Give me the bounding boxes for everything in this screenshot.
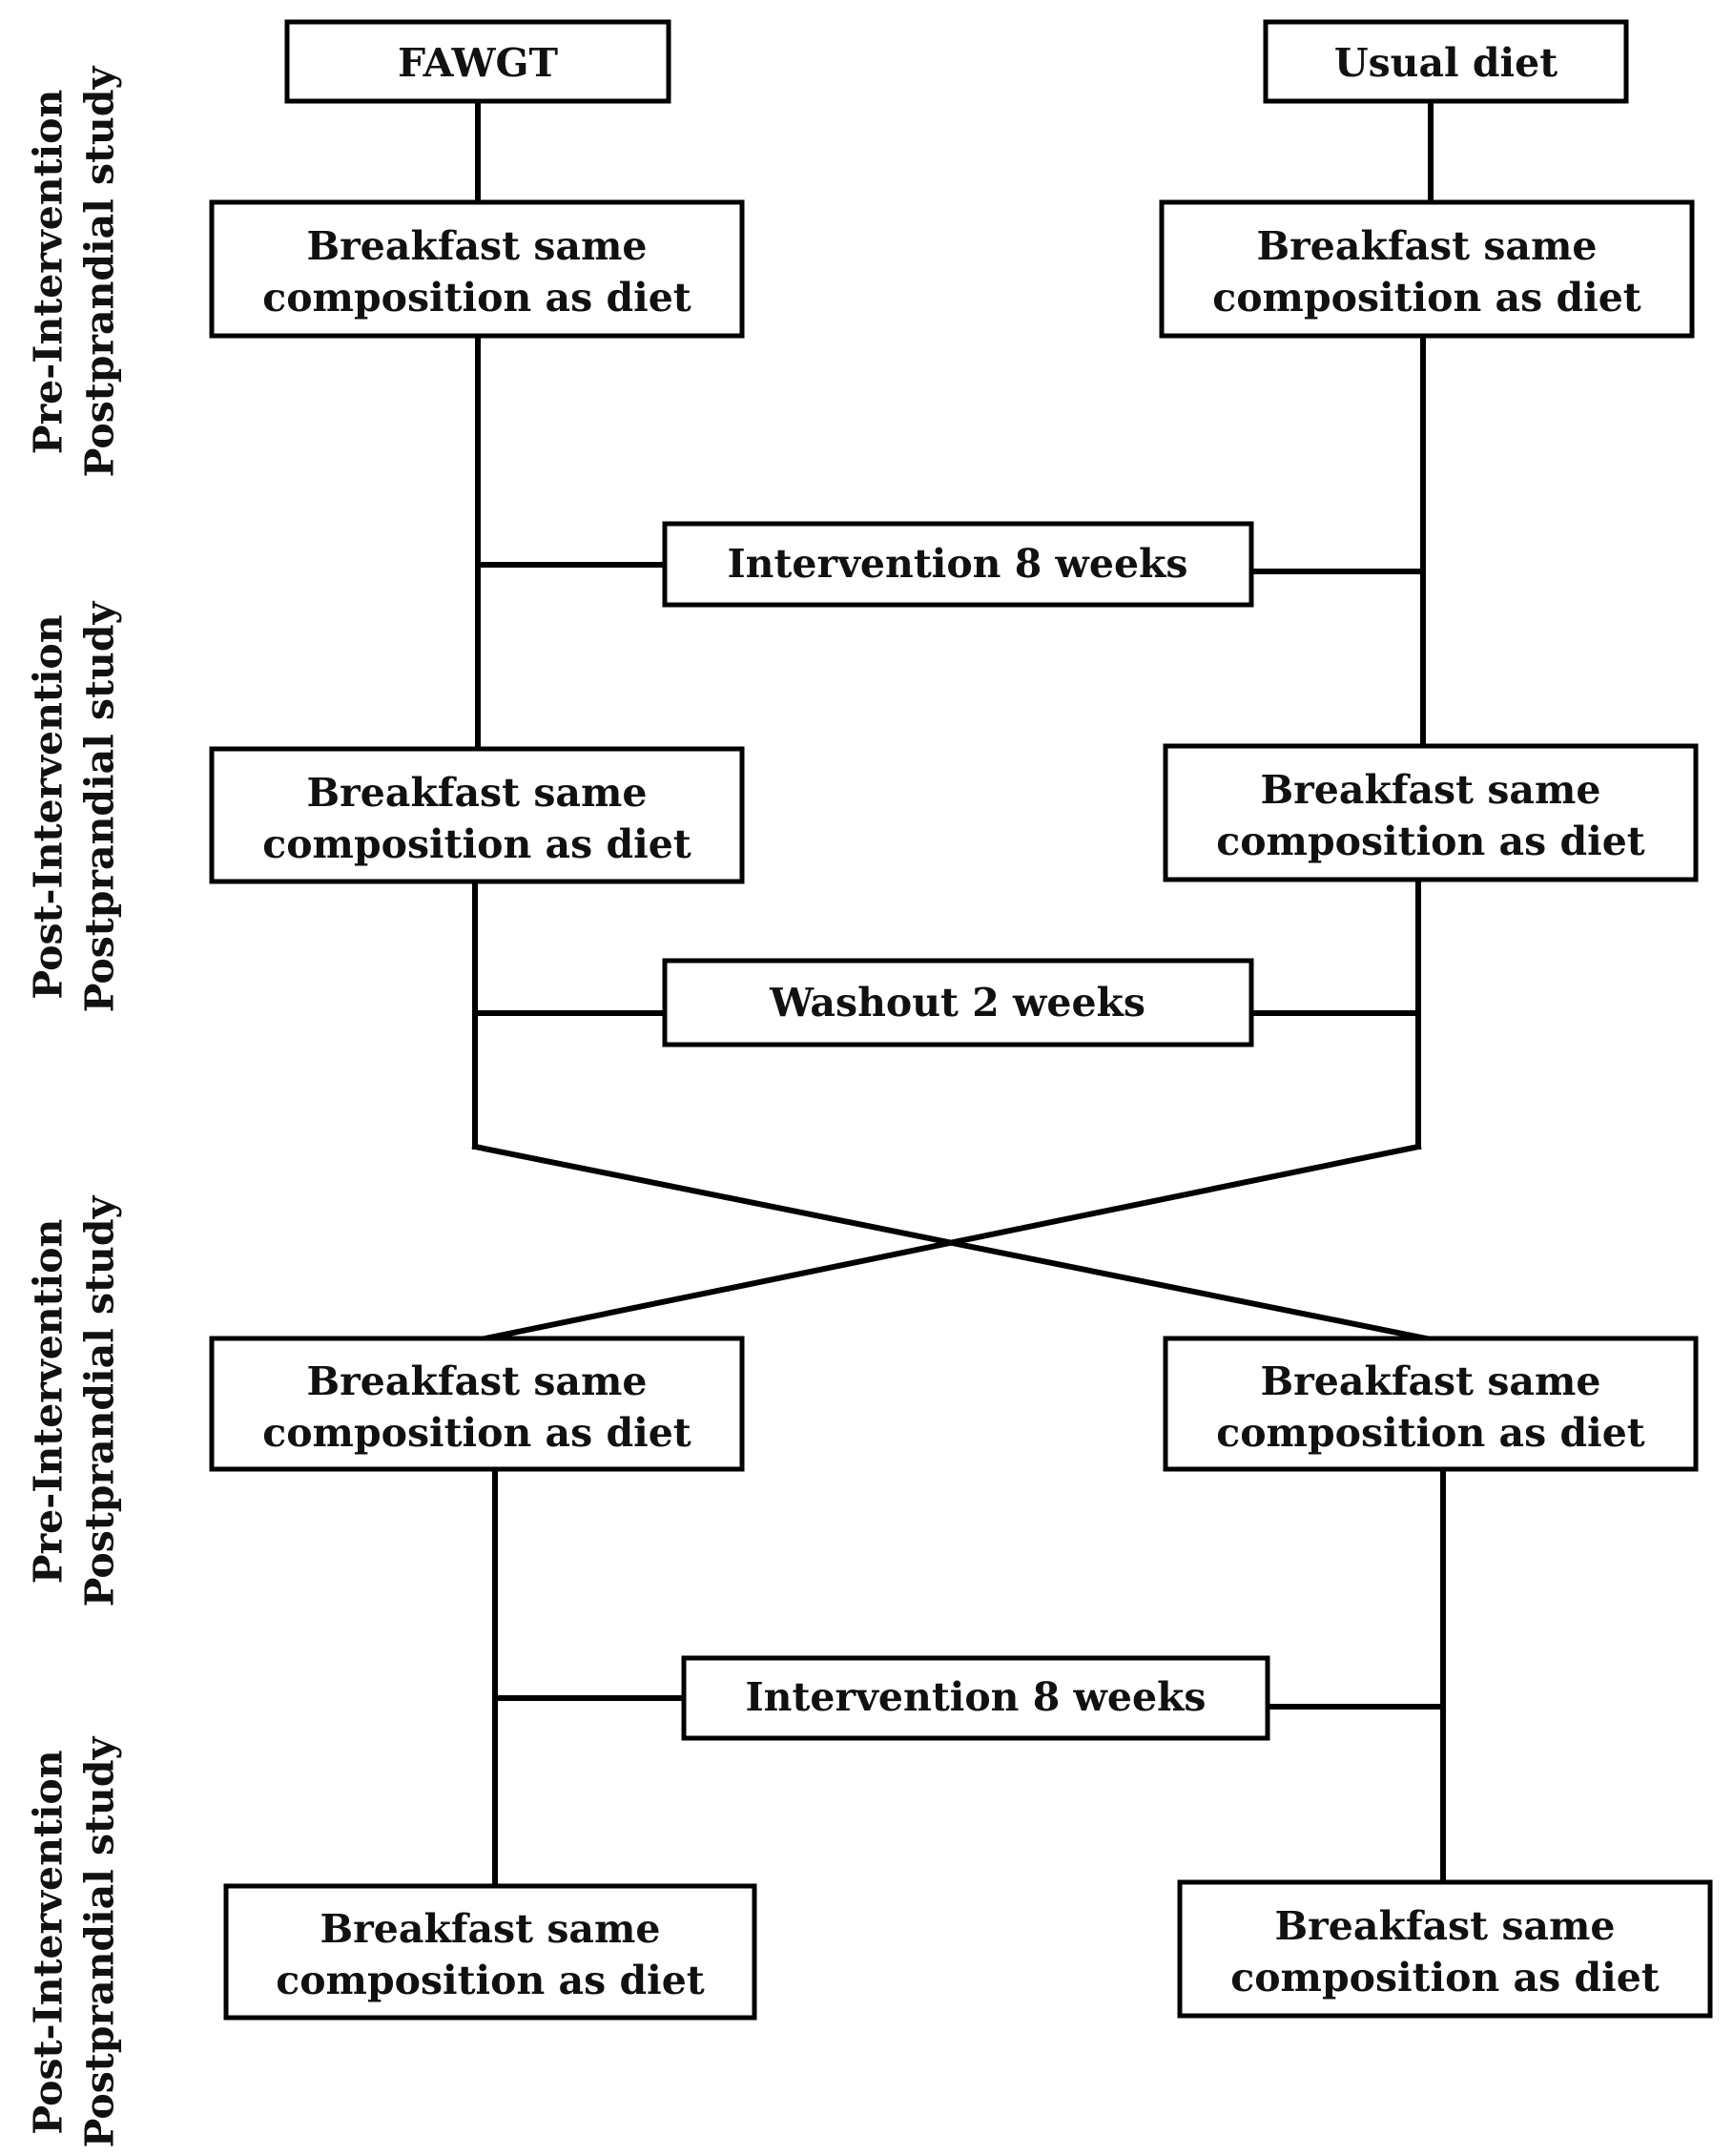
breakfast-box-left-post2: Breakfast same composition as diet (223, 1883, 757, 2021)
arm-fawgt-label: FAWGT (398, 40, 559, 86)
side-label-post-intervention-2: Post-Intervention Postprandial study (26, 1735, 123, 2147)
breakfast-box-right-post1: Breakfast same composition as diet (1163, 743, 1699, 882)
breakfast-line2: composition as diet (1216, 819, 1645, 864)
crossover-right-to-left (482, 1143, 1422, 1342)
breakfast-line2: composition as diet (276, 1958, 705, 2003)
washout-label: Washout 2 weeks (769, 980, 1145, 1026)
breakfast-line2: composition as diet (1216, 1410, 1645, 1456)
breakfast-line1: Breakfast same (1261, 1358, 1601, 1404)
breakfast-line1: Breakfast same (1275, 1903, 1616, 1949)
breakfast-line1: Breakfast same (1257, 223, 1598, 269)
intervention-1-label: Intervention 8 weeks (727, 541, 1187, 587)
side-label-pre-intervention-2: Pre-Intervention Postprandial study (26, 1194, 123, 1607)
side-label-line2: Postprandial study (77, 600, 123, 1012)
breakfast-line1: Breakfast same (307, 770, 648, 816)
side-label-line1: Pre-Intervention (26, 1219, 72, 1585)
breakfast-line1: Breakfast same (307, 1358, 648, 1404)
breakfast-line1: Breakfast same (320, 1906, 661, 1952)
breakfast-line2: composition as diet (262, 275, 691, 321)
side-label-pre-intervention-1: Pre-Intervention Postprandial study (26, 65, 123, 477)
side-label-line2: Postprandial study (77, 1735, 123, 2147)
side-label-line1: Post-Intervention (26, 1750, 72, 2134)
breakfast-line1: Breakfast same (307, 223, 648, 269)
breakfast-line2: composition as diet (262, 821, 691, 867)
intervention-1-box: Intervention 8 weeks (662, 521, 1254, 608)
breakfast-box-right-pre1: Breakfast same composition as diet (1159, 199, 1695, 339)
arm-usual-diet-label: Usual diet (1334, 40, 1558, 86)
breakfast-line2: composition as diet (1230, 1955, 1660, 2001)
breakfast-box-right-post2: Breakfast same composition as diet (1177, 1879, 1713, 2019)
breakfast-box-left-post1: Breakfast same composition as diet (209, 746, 745, 884)
arm-usual-diet-box: Usual diet (1263, 19, 1629, 104)
side-label-line1: Pre-Intervention (26, 90, 72, 455)
washout-box: Washout 2 weeks (662, 958, 1254, 1047)
intervention-2-label: Intervention 8 weeks (745, 1674, 1206, 1720)
side-label-line1: Post-Intervention (26, 614, 72, 999)
side-label-line2: Postprandial study (77, 65, 123, 477)
breakfast-line2: composition as diet (1212, 275, 1641, 321)
breakfast-line2: composition as diet (262, 1410, 691, 1456)
side-label-post-intervention-1: Post-Intervention Postprandial study (26, 600, 123, 1012)
breakfast-box-left-pre2: Breakfast same composition as diet (209, 1336, 745, 1472)
arm-fawgt-box: FAWGT (284, 19, 671, 104)
breakfast-box-right-pre2: Breakfast same composition as diet (1163, 1336, 1699, 1472)
breakfast-line1: Breakfast same (1261, 767, 1601, 813)
breakfast-box-left-pre1: Breakfast same composition as diet (209, 199, 745, 339)
side-label-line2: Postprandial study (77, 1194, 123, 1607)
intervention-2-box: Intervention 8 weeks (681, 1655, 1270, 1741)
connectors (471, 98, 1446, 1889)
